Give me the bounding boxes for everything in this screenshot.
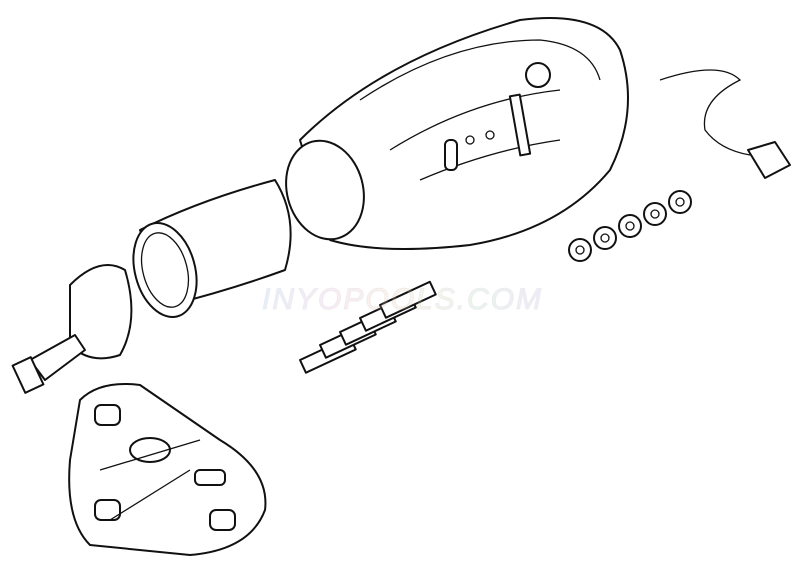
nozzle-cone [132, 179, 292, 319]
watermark: INYOPOOLS.COM [261, 283, 544, 317]
vacuum-head [68, 383, 267, 556]
power-adapter [659, 69, 791, 179]
brushes [299, 280, 437, 374]
wheels [568, 190, 692, 262]
vacuum-body [285, 17, 629, 250]
tip-nozzle [11, 264, 133, 394]
